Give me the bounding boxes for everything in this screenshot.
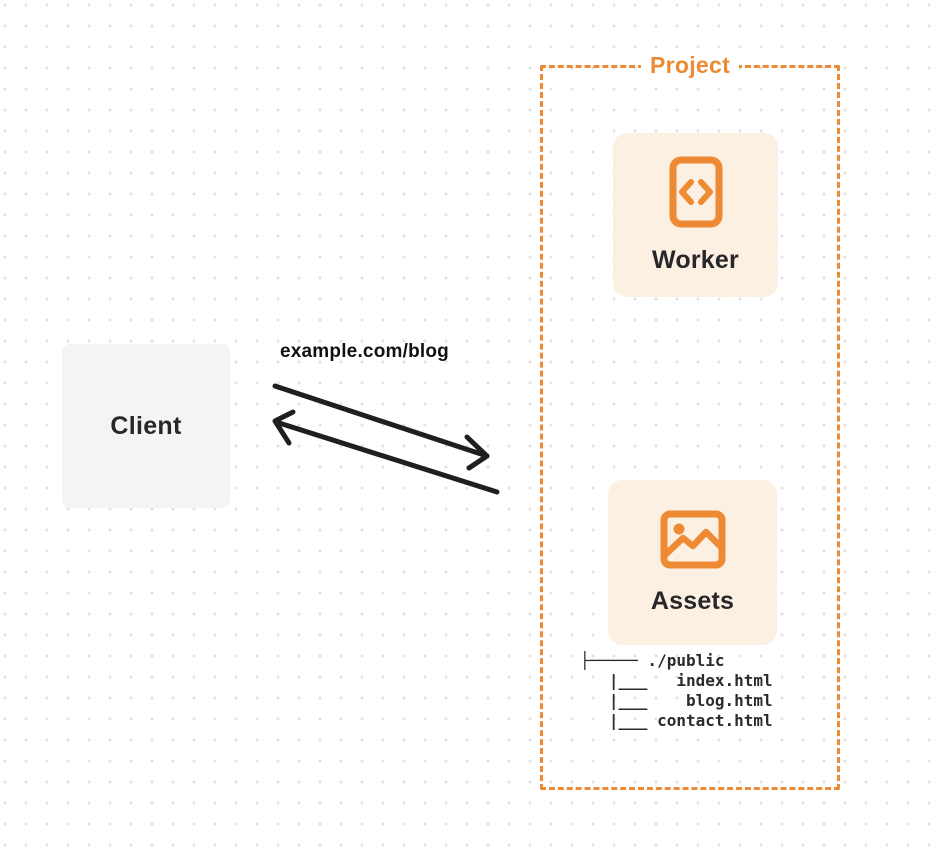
image-icon bbox=[660, 510, 725, 568]
client-node: Client bbox=[62, 344, 230, 508]
worker-label: Worker bbox=[652, 245, 739, 274]
code-file-icon bbox=[669, 156, 722, 227]
worker-node: Worker bbox=[613, 133, 778, 297]
project-boundary: Project Worker Assets ├───── ./public |_… bbox=[540, 52, 840, 790]
tree-line-blog: |___ blog.html bbox=[580, 691, 773, 710]
tree-line-public: ├───── ./public bbox=[580, 651, 725, 670]
project-title: Project bbox=[640, 52, 740, 79]
client-label: Client bbox=[110, 411, 182, 440]
tree-line-index: |___ index.html bbox=[580, 671, 773, 690]
assets-label: Assets bbox=[650, 586, 735, 615]
assets-node: Assets bbox=[608, 480, 777, 645]
response-arrow bbox=[272, 409, 500, 495]
request-arrow bbox=[272, 383, 490, 471]
request-url-label: example.com/blog bbox=[280, 341, 449, 362]
tree-line-contact: |___ contact.html bbox=[580, 711, 773, 730]
assets-file-tree: ├───── ./public |___ index.html |___ blo… bbox=[580, 651, 773, 731]
